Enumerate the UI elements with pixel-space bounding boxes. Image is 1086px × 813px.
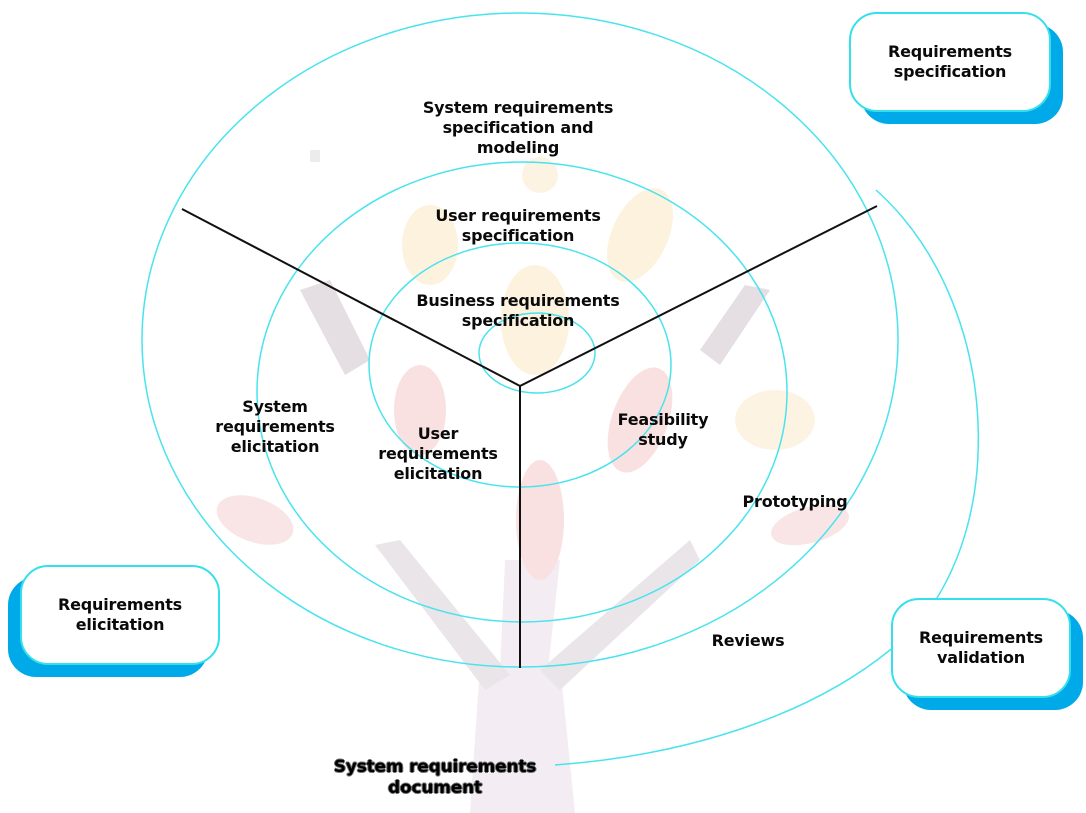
label-system-requirements-specification: System requirements specification and mo… [422, 98, 614, 157]
label-system-requirements-document: System requirements document [333, 757, 537, 798]
phase-box-elicitation-label: Requirements elicitation [58, 595, 182, 634]
phase-box-requirements-validation: Requirements validation [891, 598, 1071, 698]
tree-watermark-image [216, 150, 849, 813]
phase-box-validation-label: Requirements validation [919, 628, 1043, 667]
label-user-requirements-specification: User requirements specification [435, 206, 601, 245]
phase-box-requirements-elicitation: Requirements elicitation [20, 565, 220, 665]
phase-box-requirements-specification: Requirements specification [849, 12, 1051, 112]
label-business-requirements-specification: Business requirements specification [416, 291, 620, 330]
label-feasibility-study: Feasibility study [617, 410, 709, 449]
label-reviews: Reviews [711, 631, 785, 650]
phase-box-specification-label: Requirements specification [888, 42, 1012, 81]
ring-middle [256, 161, 788, 623]
sector-dividers [181, 205, 878, 668]
ring-innermost [478, 312, 596, 394]
label-system-requirements-elicitation: System requirements elicitation [215, 397, 335, 456]
divider-left [181, 208, 521, 387]
label-user-requirements-elicitation: User requirements elicitation [378, 424, 498, 483]
divider-right [519, 205, 878, 387]
label-prototyping: Prototyping [742, 492, 848, 511]
